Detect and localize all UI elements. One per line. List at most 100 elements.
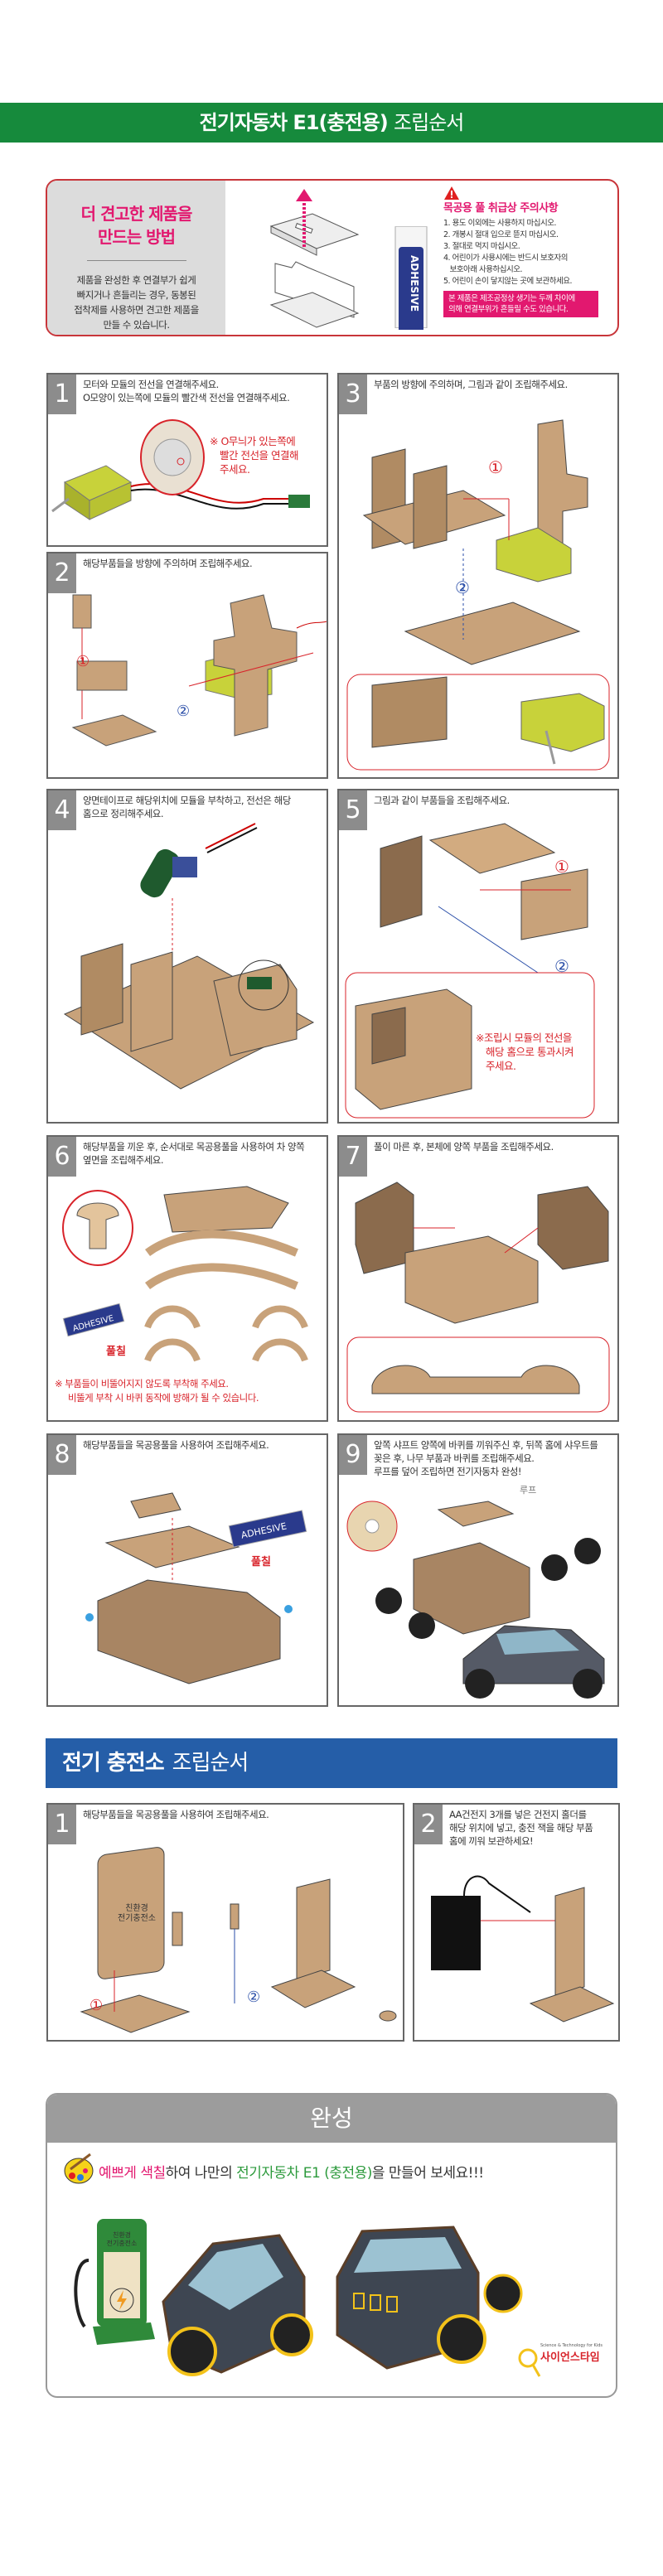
callout-1: ① <box>554 857 569 877</box>
completion-message: 예쁘게 색칠하여 나만의 전기자동차 E1 (충전용)을 만들어 보세요!!! <box>99 2161 484 2182</box>
step-instruction: 양면테이프로 해당위치에 모듈을 부착하고, 전선은 해당 홈으로 정리해주세요… <box>83 794 322 820</box>
tip-title-line: 더 견고한 제품을 <box>80 204 193 224</box>
warning-item: 2. 개봉시 절대 입으로 뜯지 마십시오. <box>443 230 559 239</box>
station-sign-text: 친환경 전기충전소 <box>97 2231 147 2248</box>
body-assembly-illustration <box>345 823 595 1119</box>
step-4: 4 양면테이프로 해당위치에 모듈을 부착하고, 전선은 해당 홈으로 정리해주… <box>46 789 328 1124</box>
battery-holder-illustration <box>431 1875 615 2023</box>
callout-2: ② <box>247 1989 261 2006</box>
station-assembly-illustration <box>80 1847 397 2033</box>
completion-panel: 완성 예쁘게 색칠하여 나만의 전기자동차 E1 (충전용)을 만들어 보세요!… <box>46 2093 617 2398</box>
callout-1: ① <box>488 457 503 477</box>
step-number: 1 <box>48 1805 76 1844</box>
sign-line: 친환경 <box>112 2231 132 2239</box>
message-text: 을 만들어 보세요!!! <box>371 2165 484 2182</box>
step-instruction: 해당부품들을 목공용풀을 사용하여 조립해주세요. <box>83 1808 398 1821</box>
instruction-line: 해당부품들을 목공용풀을 사용하여 조립해주세요. <box>83 1809 269 1820</box>
step-instruction: 앞쪽 샤프트 양쪽에 바퀴를 끼워주신 후, 뒤쪽 홈에 샤우트를 꽂은 후, … <box>374 1438 612 1478</box>
notice-line: 의해 연결부위가 흔들릴 수도 있습니다. <box>448 305 569 314</box>
warning-item: 4. 어린이가 사용시에는 반드시 보호자의 <box>443 254 568 263</box>
brand-logo: Science & Technology for Kids 사이언스타임 <box>540 2343 603 2364</box>
tip-panel: 더 견고한 제품을 만드는 방법 제품을 완성한 후 연결부가 쉽게 빠지거나 … <box>46 179 619 336</box>
step-note: ※ O무늬가 있는쪽에 빨간 전선을 연결해 주세요. <box>210 434 298 476</box>
tip-desc-line: 빠지거나 흔들리는 경우, 동봉된 <box>76 289 196 301</box>
roof-label: 루프 <box>520 1485 537 1496</box>
step-instruction: 해당부품을 끼운 후, 순서대로 목공용풀을 사용하여 차 양쪽 옆면을 조립해… <box>83 1140 322 1167</box>
station-title: 전기 충전소 <box>62 1751 165 1776</box>
step-note: ※ 부품들이 비뚤어지지 않도록 부착해 주세요. 비뚤게 부착 시 바퀴 동작… <box>55 1377 259 1405</box>
step-instruction: 모터와 모듈의 전선을 연결해주세요. O모양이 있는쪽에 모듈의 빨간색 전선… <box>83 378 322 404</box>
note-line: ※ O무늬가 있는쪽에 <box>210 435 296 447</box>
callout-1: ① <box>76 653 90 670</box>
tip-title: 더 견고한 제품을 만드는 방법 <box>47 202 225 249</box>
note-line: 비뚤게 부착 시 바퀴 동작에 방해가 될 수 있습니다. <box>68 1392 259 1404</box>
wheel-roof-illustration <box>346 1501 605 1699</box>
step-1: 1 모터와 모듈의 전선을 연결해주세요. O모양이 있는쪽에 모듈의 빨간색 … <box>46 373 328 547</box>
instruction-line: 해당부품을 끼운 후, 순서대로 목공용풀을 사용하여 차 양쪽 <box>83 1141 305 1153</box>
page-title-bar: 전기자동차 E1(충전용) 조립순서 <box>0 103 663 143</box>
motor-wiring-illustration <box>51 419 310 520</box>
warning-section: 목공용 풀 취급상 주의사항 1. 용도 이외에는 사용하지 마십시오. 2. … <box>443 186 609 317</box>
step-8: 8 해당부품들을 목공용풀을 사용하여 조립해주세요. ADHESIVE 풀칠 <box>46 1433 328 1707</box>
chassis-assembly-illustration <box>346 419 610 771</box>
step-5: 5 그림과 같이 부품들을 조립해주세요. ① ② ※조립시 모듈의 전선을 해… <box>337 789 619 1124</box>
note-line: 해당 홈으로 통과시켜 <box>486 1046 573 1058</box>
step-instruction: 부품의 방향에 주의하며, 그림과 같이 조립해주세요. <box>374 378 612 391</box>
side-attach-illustration <box>346 1182 610 1413</box>
instruction-line: 부품의 방향에 주의하며, 그림과 같이 조립해주세요. <box>374 379 568 390</box>
module-mount-illustration <box>63 823 315 1090</box>
instruction-line: 꽂은 후, 나무 부품과 바퀴를 조립해주세요. <box>374 1452 535 1464</box>
instruction-line: 양면테이프로 해당위치에 모듈을 부착하고, 전선은 해당 <box>83 795 291 806</box>
step-number: 9 <box>339 1435 367 1475</box>
instruction-line: O모양이 있는쪽에 모듈의 빨간색 전선을 연결해주세요. <box>83 392 290 404</box>
warning-item: 5. 어린이 손이 닿지않는 곳에 보관하세요. <box>443 277 573 286</box>
callout-2: ② <box>554 956 569 976</box>
fender-gluing-illustration: ADHESIVE <box>62 1186 308 1362</box>
notice-line: 본 제품은 제조공정상 생기는 두께 차이에 <box>448 294 575 303</box>
part-assembly-illustration <box>71 594 327 747</box>
tip-desc-line: 제품을 완성한 후 연결부가 쉽게 <box>76 274 196 286</box>
completion-title: 완성 <box>47 2095 616 2143</box>
warning-item: 1. 용도 이외에는 사용하지 마십시오. <box>443 219 557 228</box>
step-number: 6 <box>48 1137 76 1177</box>
callout-2: ② <box>455 578 470 597</box>
instruction-line: AA건전지 3개를 넣은 건전지 홀더를 <box>449 1809 587 1820</box>
step-7: 7 풀이 마른 후, 본체에 양쪽 부품을 조립해주세요. <box>337 1135 619 1422</box>
warning-title: 목공용 풀 취급상 주의사항 <box>443 202 559 215</box>
instruction-line: 홈으로 정리해주세요. <box>83 808 164 819</box>
paint-palette-icon <box>64 2153 94 2184</box>
notice-box: 본 제품은 제조공정상 생기는 두께 차이에 의해 연결부위가 흔들릴 수도 있… <box>443 291 598 317</box>
step-2: 2 해당부품들을 방향에 주의하며 조립해주세요. ① ② <box>46 552 328 779</box>
note-line: 주세요. <box>220 463 250 476</box>
sign-line: 전기충전소 <box>118 1914 156 1923</box>
glue-label: 풀칠 <box>251 1556 271 1568</box>
instruction-line: 모터와 모듈의 전선을 연결해주세요. <box>83 379 219 390</box>
glue-diagram: ADHESIVE <box>269 189 428 330</box>
adhesive-label: ADHESIVE <box>409 255 420 312</box>
body-gluing-illustration: ADHESIVE <box>85 1492 307 1684</box>
step-instruction: 풀이 마른 후, 본체에 양쪽 부품을 조립해주세요. <box>374 1140 612 1153</box>
instruction-line: 풀이 마른 후, 본체에 양쪽 부품을 조립해주세요. <box>374 1141 554 1153</box>
step-6: 6 해당부품을 끼운 후, 순서대로 목공용풀을 사용하여 차 양쪽 옆면을 조… <box>46 1135 328 1422</box>
note-line: ※ 부품들이 비뚤어지지 않도록 부착해 주세요. <box>55 1378 229 1389</box>
message-text: 하여 나만의 <box>165 2165 237 2182</box>
callout-2: ② <box>177 703 191 720</box>
step-instruction: 그림과 같이 부품들을 조립해주세요. <box>374 794 612 807</box>
step-instruction: 해당부품들을 방향에 주의하며 조립해주세요. <box>83 557 322 570</box>
note-line: ※조립시 모듈의 전선을 <box>476 1032 572 1044</box>
step-number: 2 <box>48 553 76 593</box>
step-number: 3 <box>339 375 367 414</box>
tip-description: 제품을 완성한 후 연결부가 쉽게 빠지거나 흔들리는 경우, 동봉된 접착제를… <box>47 273 225 332</box>
brand-name: 사이언스타임 <box>540 2351 600 2364</box>
step-number: 4 <box>48 790 76 830</box>
note-line: 주세요. <box>486 1060 516 1072</box>
station-step-2: 2 AA건전지 3개를 넣은 건전지 홀더를 해당 위치에 넣고, 충전 잭을 … <box>413 1803 620 2042</box>
message-highlight: 예쁘게 색칠 <box>99 2165 166 2182</box>
divider <box>86 260 186 261</box>
step-instruction: AA건전지 3개를 넣은 건전지 홀더를 해당 위치에 넣고, 충전 잭을 해당… <box>449 1808 613 1848</box>
page-subtitle: 조립순서 <box>394 111 464 134</box>
finished-product-photo <box>74 2219 541 2377</box>
instruction-line: 옆면을 조립해주세요. <box>83 1154 164 1166</box>
sign-line: 친환경 <box>125 1904 148 1913</box>
